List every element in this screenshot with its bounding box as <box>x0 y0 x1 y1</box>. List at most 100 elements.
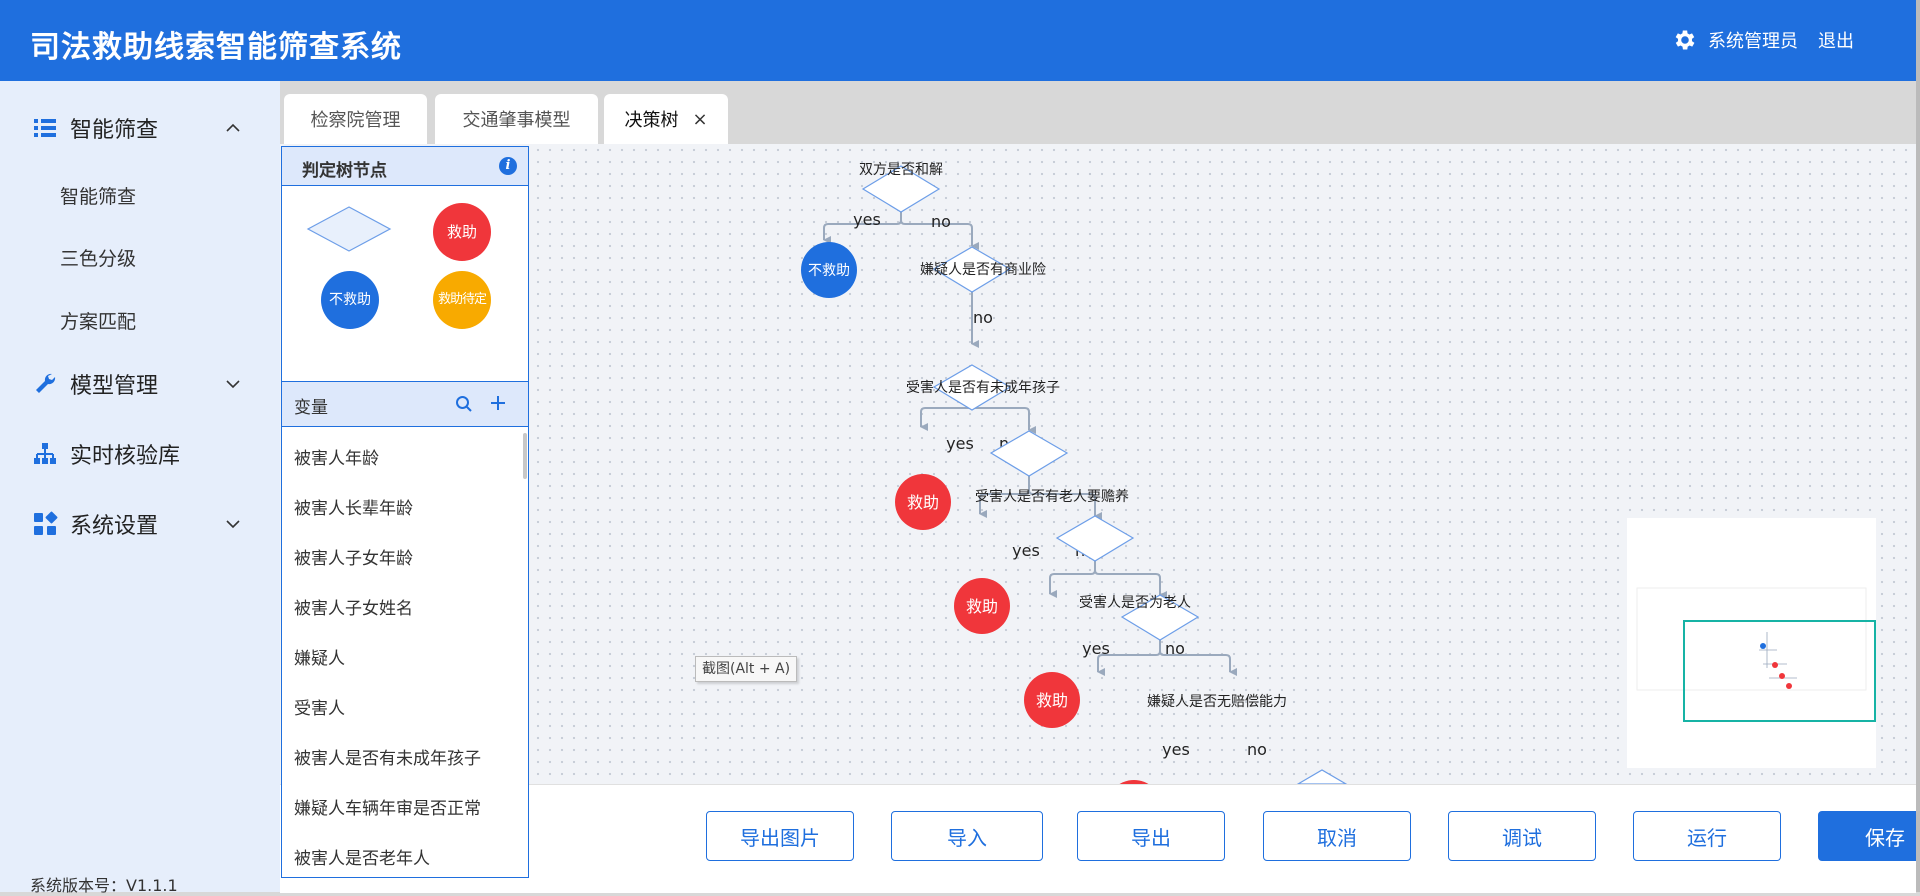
sidebar-menu-screening[interactable]: 智能筛查 <box>0 103 280 153</box>
palette-no-rescue-node[interactable]: 不救助 <box>321 271 379 329</box>
debug-button[interactable]: 调试 <box>1448 811 1596 861</box>
decision-label: 受害人是否有老人要赡养 <box>975 489 1129 505</box>
outcome-node-rescue[interactable] <box>1024 672 1080 728</box>
edge-label-yes: yes <box>1012 541 1040 560</box>
variable-item[interactable]: 被害人子女年龄 <box>294 549 413 569</box>
variables-title: 变量 <box>294 398 328 418</box>
decision-node[interactable] <box>861 165 941 213</box>
decision-node[interactable] <box>932 246 1012 293</box>
variable-item[interactable]: 被害人长辈年龄 <box>294 499 413 519</box>
tab-decision-tree[interactable]: 决策树 × <box>604 94 728 144</box>
variable-item[interactable]: 嫌疑人车辆年审是否正常 <box>294 799 481 819</box>
palette-header: 判定树节点 i <box>282 147 528 186</box>
cancel-button[interactable]: 取消 <box>1263 811 1411 861</box>
variable-item[interactable]: 受害人 <box>294 699 345 719</box>
node-palette-panel: 判定树节点 i 救助 不救助 救助待定 变量 被害人年龄 被害人长辈年龄 被害人… <box>281 146 529 878</box>
sidebar-menu-label: 智能筛查 <box>70 118 159 143</box>
header-user-area: 系统管理员 退出 <box>1672 27 1854 53</box>
edge-label-no: no <box>931 212 951 231</box>
edge-label-no: no <box>1165 639 1185 658</box>
tree-edge <box>900 211 979 250</box>
gear-icon[interactable] <box>1672 27 1698 53</box>
run-button[interactable]: 运行 <box>1633 811 1781 861</box>
sidebar-item-plan-matching[interactable]: 方案匹配 <box>60 311 137 333</box>
decision-node[interactable] <box>1120 594 1200 641</box>
tree-edge <box>1094 556 1167 599</box>
version-label: 系统版本号：V1.1.1 <box>30 876 178 895</box>
sidebar-menu-label: 系统设置 <box>70 514 159 539</box>
chevron-down-icon <box>226 520 240 529</box>
export-image-button[interactable]: 导出图片 <box>706 811 854 861</box>
variable-item[interactable]: 被害人是否有未成年孩子 <box>294 749 481 769</box>
palette-decision-node[interactable] <box>306 205 392 253</box>
sidebar: 智能筛查 智能筛查 三色分级 方案匹配 模型管理 实时核验库 系统设置 系统版本… <box>0 81 280 895</box>
outcome-node-rescue[interactable] <box>954 578 1010 634</box>
sidebar-menu-system-settings[interactable]: 系统设置 <box>0 499 280 549</box>
export-button[interactable]: 导出 <box>1077 811 1225 861</box>
variable-list-scrollbar[interactable] <box>523 433 527 479</box>
edge-label-no: no <box>1247 740 1267 759</box>
tab-label: 检察院管理 <box>310 110 401 131</box>
window-scrollbar[interactable] <box>1916 0 1920 892</box>
app-header: 司法救助线索智能筛查系统 系统管理员 退出 <box>0 0 1916 81</box>
user-name[interactable]: 系统管理员 <box>1708 31 1798 52</box>
variable-item[interactable]: 被害人是否老年人 <box>294 849 430 869</box>
tab-traffic-accident-model[interactable]: 交通肇事模型 <box>435 94 598 144</box>
close-icon[interactable]: × <box>692 108 708 130</box>
palette-pending-node[interactable]: 救助待定 <box>433 271 491 329</box>
settings-grid-icon <box>34 511 58 535</box>
outcome-label: 不救助 <box>808 263 850 279</box>
tree-edge <box>1028 474 1102 520</box>
import-button[interactable]: 导入 <box>891 811 1043 861</box>
tree-edge <box>1049 556 1096 598</box>
variable-item[interactable]: 嫌疑人 <box>294 649 345 669</box>
variable-item[interactable]: 被害人年龄 <box>294 449 379 469</box>
chevron-up-icon <box>226 123 240 132</box>
sidebar-item-three-color-grading[interactable]: 三色分级 <box>60 248 137 270</box>
palette-rescue-node[interactable]: 救助 <box>433 203 491 261</box>
org-chart-icon <box>34 443 56 464</box>
tab-label: 决策树 <box>624 110 679 131</box>
bottom-toolbar: 导出图片 导入 导出 取消 调试 运行 保存 <box>280 784 1916 893</box>
sidebar-menu-label: 模型管理 <box>70 374 159 399</box>
sidebar-menu-model-management[interactable]: 模型管理 <box>0 359 280 409</box>
palette-title: 判定树节点 <box>302 161 387 181</box>
outcome-node-rescue[interactable] <box>1106 780 1162 784</box>
tab-procuratorate-management[interactable]: 检察院管理 <box>284 94 427 144</box>
decision-label: 受害人是否为老人 <box>1079 595 1191 611</box>
info-icon[interactable]: i <box>499 157 517 175</box>
outcome-label: 救助 <box>1036 691 1068 710</box>
sidebar-item-smart-screening[interactable]: 智能筛查 <box>60 186 137 208</box>
decision-node[interactable] <box>1055 515 1135 562</box>
edge-label-no: no <box>973 308 993 327</box>
outcome-node-rescue[interactable] <box>895 474 951 530</box>
variables-header: 变量 <box>282 381 528 427</box>
variable-item[interactable]: 被害人子女姓名 <box>294 599 413 619</box>
tree-edge <box>1159 639 1237 676</box>
edge-label-yes: yes <box>1162 740 1190 759</box>
tab-label: 交通肇事模型 <box>462 110 571 131</box>
decision-label: 嫌疑人是否无赔偿能力 <box>1147 694 1287 710</box>
logout-link[interactable]: 退出 <box>1818 31 1854 52</box>
sidebar-menu-realtime-verification[interactable]: 实时核验库 <box>0 429 280 479</box>
search-icon[interactable] <box>454 394 474 414</box>
decision-node[interactable] <box>1296 769 1348 784</box>
add-icon[interactable] <box>488 393 508 413</box>
list-icon <box>34 119 56 137</box>
decision-node[interactable] <box>989 430 1069 477</box>
outcome-label: 救助 <box>966 597 998 616</box>
decision-node[interactable] <box>932 364 1012 411</box>
edge-label-yes: yes <box>1082 639 1110 658</box>
outcome-node-no-rescue[interactable] <box>801 242 857 298</box>
edge-label-yes: yes <box>853 210 881 229</box>
decision-label: 嫌疑人是否有商业险 <box>920 262 1046 278</box>
minimap-preview <box>1636 587 1867 691</box>
minimap-viewport[interactable] <box>1683 620 1876 722</box>
decision-tree: yes no no yes no yes no yes no yes no 双方… <box>801 162 1348 784</box>
minimap[interactable] <box>1627 518 1876 768</box>
chevron-down-icon <box>226 380 240 389</box>
edge-label-yes: yes <box>946 434 974 453</box>
app-title: 司法救助线索智能筛查系统 <box>30 30 402 65</box>
decision-label: 双方是否和解 <box>859 162 943 178</box>
save-button[interactable]: 保存 <box>1818 811 1916 861</box>
